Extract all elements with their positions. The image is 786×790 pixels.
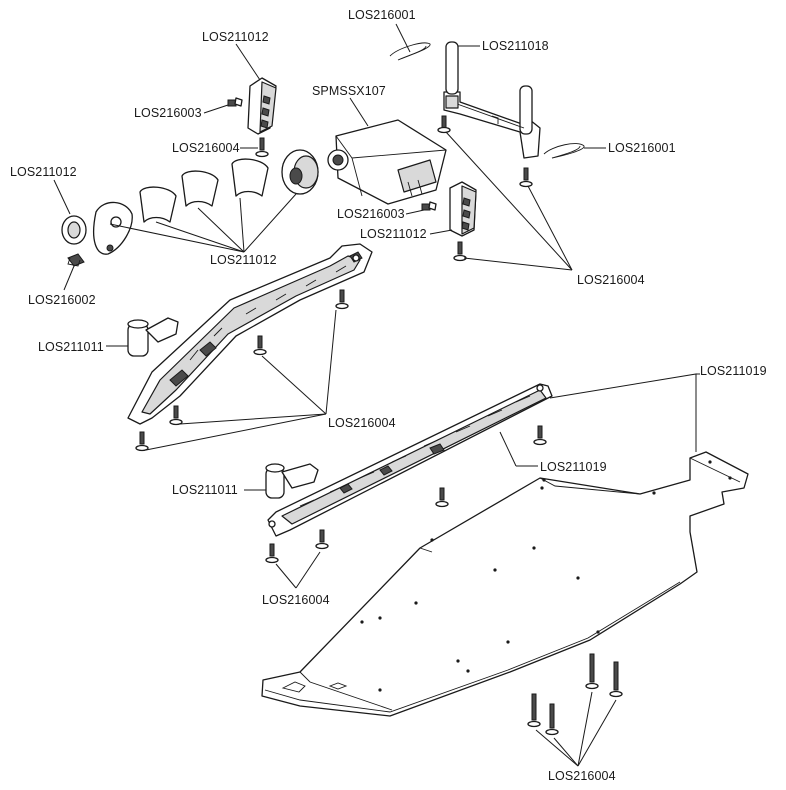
callout-los216003-mid: LOS216003 <box>337 207 405 221</box>
steering-post-assembly <box>443 41 541 159</box>
callout-los216004-upper: LOS216004 <box>172 141 240 155</box>
callout-los211019-mid: LOS211019 <box>540 460 607 474</box>
callout-los211012-mid: LOS211012 <box>360 227 427 241</box>
callout-los216003-top: LOS216003 <box>134 106 202 120</box>
callout-los211011-lower: LOS211011 <box>172 483 238 497</box>
callout-los216004-lower: LOS216004 <box>262 593 330 607</box>
callout-los211019-top: LOS211019 <box>700 364 767 378</box>
servo-saver-assembly <box>61 149 319 267</box>
body-clips <box>389 42 585 159</box>
callout-los211012-left: LOS211012 <box>10 165 77 179</box>
brace-lower <box>265 463 319 499</box>
screws <box>135 97 623 736</box>
callout-los216001-top: LOS216001 <box>348 8 416 22</box>
callout-leader-lines <box>53 23 700 767</box>
callout-los216004-bottom: LOS216004 <box>548 769 616 783</box>
brace-upper <box>127 317 179 357</box>
callout-spmssx107: SPMSSX107 <box>312 84 386 98</box>
callout-los211011-upper: LOS211011 <box>38 340 104 354</box>
servo-mount-top <box>247 77 277 135</box>
servo-body <box>327 119 447 205</box>
callout-los216002: LOS216002 <box>28 293 96 307</box>
callout-los216004-middle: LOS216004 <box>328 416 396 430</box>
callout-los211012-bottom: LOS211012 <box>210 253 277 267</box>
servo-mount-mid <box>449 181 477 237</box>
callout-los211018: LOS211018 <box>482 39 549 53</box>
callout-los211012-top: LOS211012 <box>202 30 269 44</box>
lower-side-rail <box>267 383 553 537</box>
chassis-plate <box>261 451 749 717</box>
upper-side-rail <box>127 243 373 425</box>
callout-los216004-right: LOS216004 <box>577 273 645 287</box>
callout-los216001-right: LOS216001 <box>608 141 676 155</box>
